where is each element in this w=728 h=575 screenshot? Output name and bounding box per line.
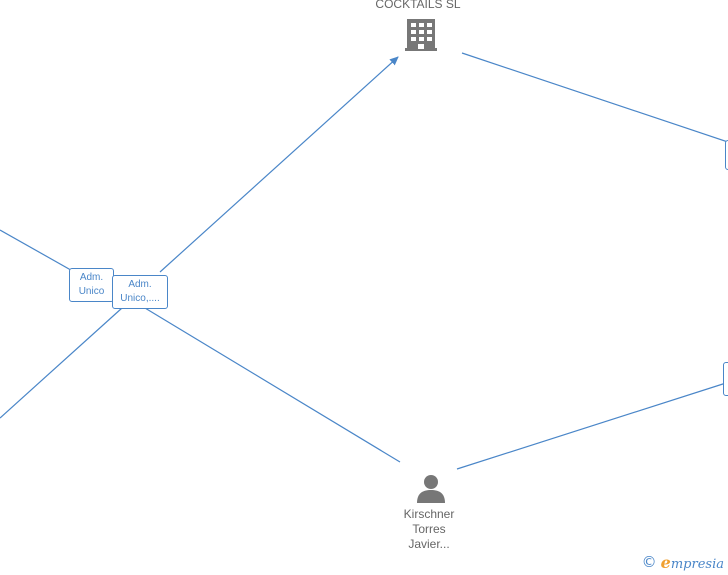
relation-box-adm-unico-more[interactable]: Adm. Unico,.... <box>112 275 168 309</box>
offscreen-relation-box-lower[interactable] <box>723 362 728 396</box>
relation-role-line2: Unico <box>78 286 105 297</box>
offscreen-relation-box-upper[interactable] <box>725 140 728 170</box>
relation-role-line1: Adm. <box>128 279 152 290</box>
person-icon[interactable] <box>416 473 446 503</box>
person-name-line2: Torres <box>412 522 446 536</box>
edge-person-to-right <box>456 382 727 470</box>
building-icon[interactable] <box>405 17 437 51</box>
relation-role-line2: Unico,.... <box>120 293 160 304</box>
person-name-line3: Javier... <box>408 537 450 551</box>
brand-logo-e: e <box>660 552 671 572</box>
brand-logo-rest: mpresia <box>670 556 724 572</box>
company-label[interactable]: COCKTAILS SL <box>375 0 461 11</box>
person-name-line1: Kirschner <box>403 507 455 521</box>
person-label[interactable]: Kirschner Torres Javier... <box>378 507 480 552</box>
relation-role-line1: Adm. <box>79 272 104 283</box>
edge-relation-to-company <box>159 56 399 273</box>
edge-lower-left-to-relation <box>0 307 123 419</box>
empresia-logo[interactable]: empresia <box>661 553 724 572</box>
brand-footer: © empresia <box>641 553 724 572</box>
edge-relation-to-person <box>139 304 401 463</box>
relation-box-adm-unico[interactable]: Adm. Unico <box>69 268 114 302</box>
copyright-symbol: © <box>641 553 657 571</box>
edge-company-to-right <box>461 52 728 143</box>
